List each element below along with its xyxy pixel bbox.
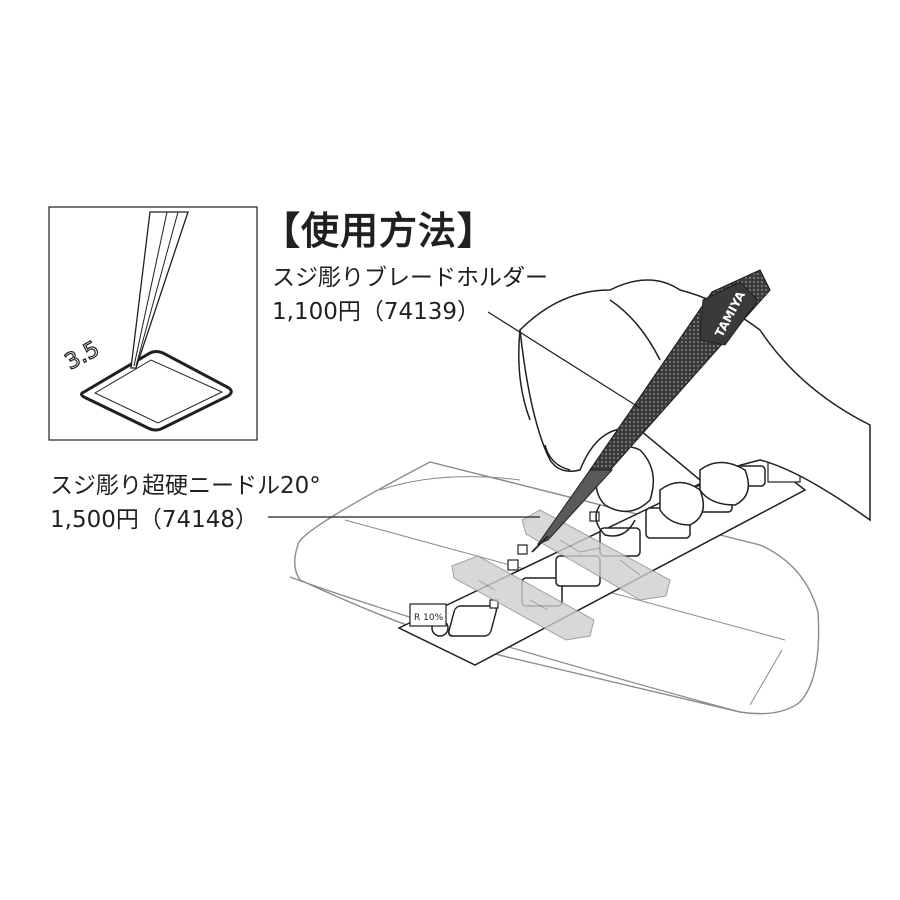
- inset-template-hole: [80, 350, 233, 432]
- template-label: R 10%: [414, 613, 444, 623]
- inset-hole-inner: [93, 359, 224, 424]
- holder-leader-line: [487, 311, 641, 409]
- holder-product-name: スジ彫りブレードホルダー: [272, 265, 548, 291]
- holder-product-price: 1,100円（74139）: [272, 299, 481, 325]
- needle-tip: [531, 535, 549, 553]
- detail-inset: 3.5: [48, 206, 258, 441]
- masking-tape: [451, 509, 671, 641]
- template-label-plate: [409, 603, 447, 627]
- needle-product-price: 1,500円（74148）: [50, 507, 259, 533]
- inset-needle: [130, 211, 189, 369]
- hand: [518, 279, 871, 537]
- usage-heading: 【使用方法】: [262, 209, 497, 253]
- needle-product-name: スジ彫り超硬ニードル20°: [50, 473, 321, 499]
